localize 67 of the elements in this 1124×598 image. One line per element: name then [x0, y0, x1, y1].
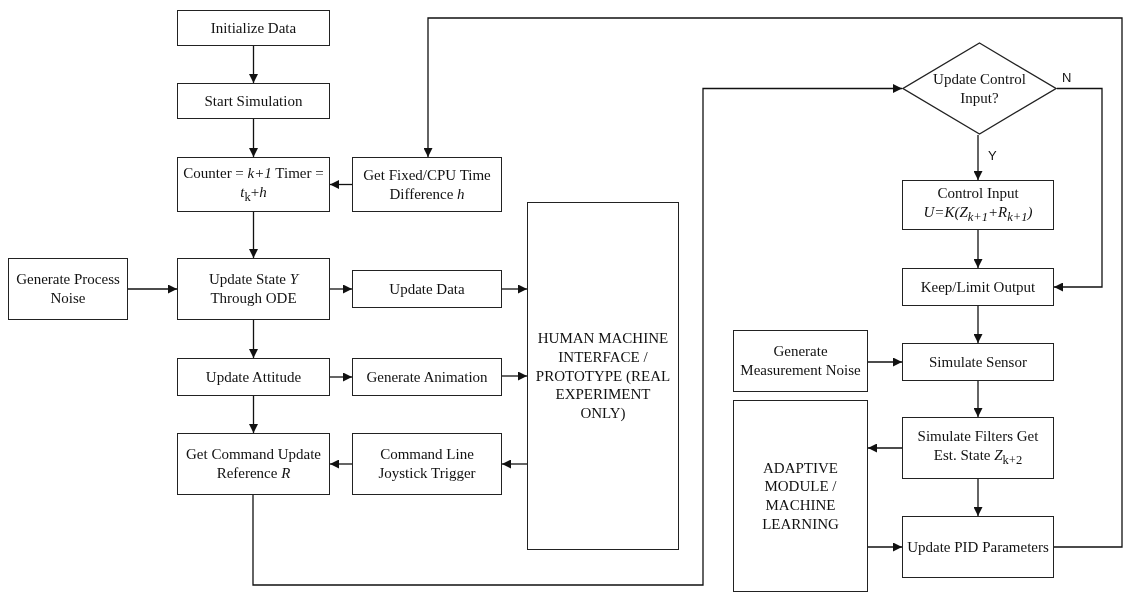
arrow [252, 84, 903, 586]
process-box [902, 343, 1054, 381]
process-box [177, 358, 330, 396]
process-box [902, 417, 1054, 479]
box-label: Get Command Update Reference R [185, 445, 322, 483]
arrow [249, 211, 258, 259]
box-label: Update State Y Through ODE [207, 270, 301, 308]
box-label: Simulate Filters Get Est. State Z$_{k+2}$ [916, 427, 1040, 469]
arrow [329, 284, 353, 294]
arrow [973, 134, 983, 181]
arrow [249, 45, 258, 84]
box-label: Generate Measurement Noise [739, 342, 862, 380]
box-label: Generate Animation [365, 367, 489, 387]
decision-label: Update Control Input? [932, 69, 1027, 108]
box-label: Start Simulation [203, 91, 304, 111]
process-box [352, 157, 502, 212]
box-label: Keep/Limit Output [919, 277, 1037, 297]
process-box [902, 268, 1054, 306]
edge-label: Y [986, 148, 999, 163]
decision-diamond [902, 42, 1057, 135]
box-label: Update Attitude [204, 367, 303, 387]
arrow [501, 284, 528, 294]
box-label: Simulate Sensor [928, 352, 1028, 372]
arrow [973, 229, 983, 269]
box-label: Generate Process Noise [15, 270, 121, 308]
arrow [249, 118, 258, 158]
arrow [973, 305, 983, 344]
box-label: Update PID Parameters [906, 537, 1050, 557]
arrow [501, 459, 528, 469]
process-box [177, 10, 330, 46]
process-box [902, 180, 1054, 230]
arrow [329, 459, 353, 469]
box-label: U=K(Z$_{k+1}$+R$_{k+1}$) [922, 203, 1034, 226]
process-box [177, 83, 330, 119]
arrow [329, 372, 353, 382]
process-box [352, 270, 502, 308]
box-label: Update Data [388, 279, 466, 299]
arrow [127, 284, 178, 294]
process-box [352, 358, 502, 396]
process-box [8, 258, 128, 320]
arrow [329, 180, 353, 189]
arrow [867, 542, 903, 552]
process-box [902, 516, 1054, 578]
process-box [527, 202, 679, 550]
arrow [423, 17, 1123, 548]
process-box [177, 157, 330, 212]
process-box [177, 433, 330, 495]
box-label: Control Input [936, 184, 1020, 204]
process-box [733, 400, 868, 592]
box-label: Initialize Data [209, 18, 298, 38]
box-label: HUMAN MACHINE INTERFACE / PROTOTYPE (REAL EXPERIMENT ONLY) [534, 329, 672, 423]
box-label: Counter = k+1 Timer = t$_{k}$+h [182, 163, 325, 206]
arrow [867, 357, 903, 367]
arrow [249, 395, 258, 434]
arrow [249, 319, 258, 359]
box-label: ADAPTIVE MODULE / MACHINE LEARNING [761, 458, 840, 534]
process-box [177, 258, 330, 320]
arrow [973, 380, 983, 418]
arrow [1053, 87, 1103, 292]
process-box [352, 433, 502, 495]
arrow [867, 443, 903, 453]
box-label: Command Line Joystick Trigger [377, 445, 477, 483]
box-label: Get Fixed/CPU Time Difference h [362, 165, 492, 204]
process-box [733, 330, 868, 392]
arrow [973, 478, 983, 517]
edge-label: N [1060, 70, 1074, 85]
arrow [501, 371, 528, 381]
